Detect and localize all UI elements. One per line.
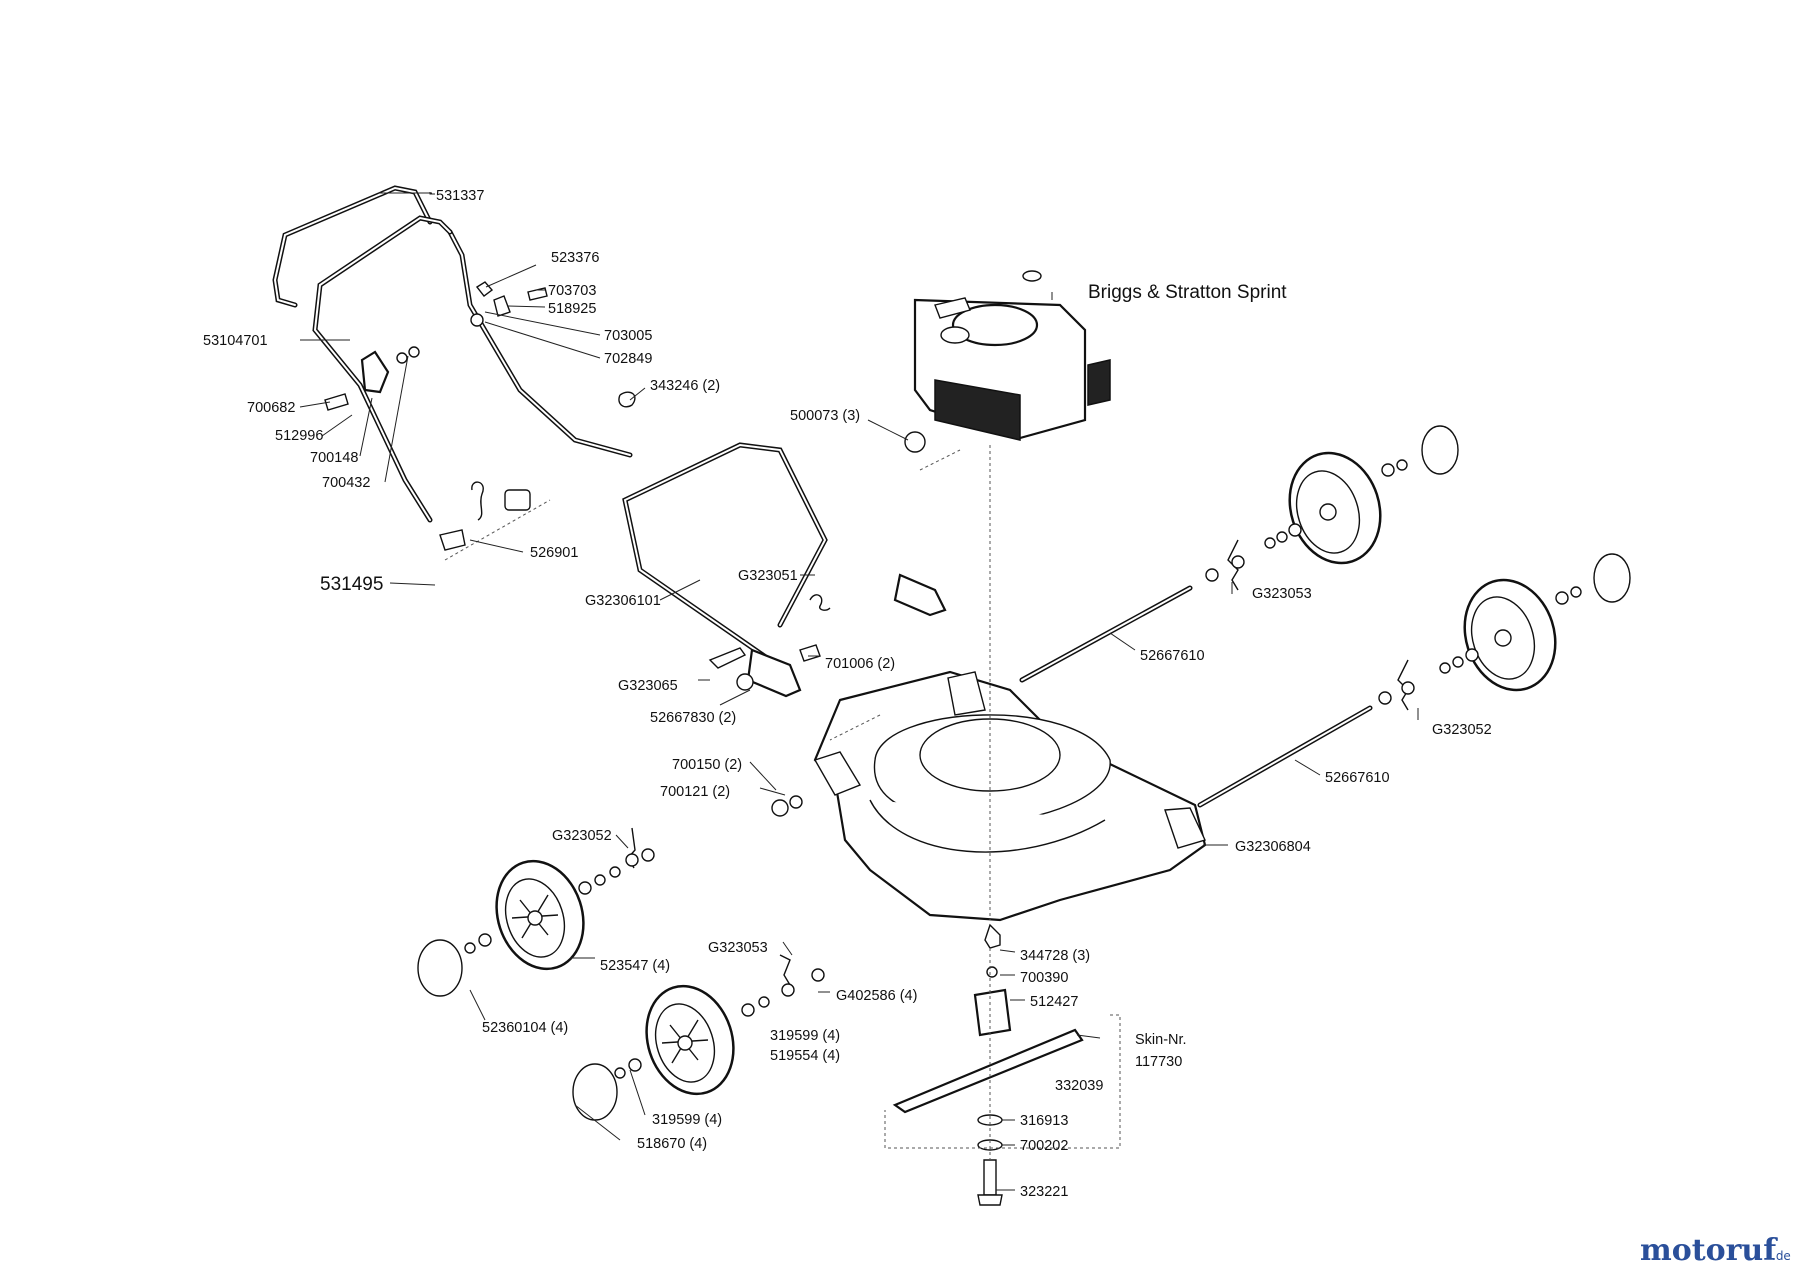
label-332039: 332039 [1055,1078,1103,1094]
label-700390: 700390 [1020,970,1068,986]
label-700682: 700682 [247,400,295,416]
skin-label-line2: 117730 [1135,1054,1182,1070]
watermark-brand: motoruf [1640,1233,1778,1268]
leader-lines [299,192,1419,1191]
label-700121: 700121 (2) [660,784,730,800]
label-702849: 702849 [604,351,652,367]
label-G32306101: G32306101 [585,593,661,609]
label-G323053-upper: G323053 [1252,586,1312,602]
label-518670: 518670 (4) [637,1136,707,1152]
rear-wheel-lower [1378,553,1631,711]
label-700202: 700202 [1020,1138,1068,1154]
label-523547: 523547 (4) [600,958,670,974]
label-700150: 700150 (2) [672,757,742,773]
label-531337: 531337 [436,188,484,204]
front-wheel-upper [417,827,655,997]
label-500073: 500073 (3) [790,408,860,424]
skin-label-line1: Skin-Nr. [1135,1032,1187,1048]
rear-wheel-upper [1205,425,1459,591]
label-53104701: 53104701 [203,333,268,349]
label-526901: 526901 [530,545,578,561]
label-G323051: G323051 [738,568,798,584]
engine-drawing [904,270,1111,453]
label-512427: 512427 [1030,994,1078,1010]
deck-drawing [771,670,1207,922]
blade-drawing [892,923,1084,1206]
label-701006: 701006 (2) [825,656,895,672]
label-523376: 523376 [551,250,599,266]
label-52667830: 52667830 (2) [650,710,736,726]
label-319599-upper: 319599 (4) [770,1028,840,1044]
label-343246: 343246 (2) [650,378,720,394]
axles-drawing [1019,585,1373,808]
label-703005: 703005 [604,328,652,344]
front-wheel-lower [572,954,825,1121]
label-512996: 512996 [275,428,323,444]
label-G323053-lower: G323053 [708,940,768,956]
upper-handle-drawing [272,185,636,551]
label-G323065: G323065 [618,678,678,694]
dashed-guides [444,445,1121,1160]
label-344728: 344728 (3) [1020,948,1090,964]
label-52667610-lower: 52667610 [1325,770,1390,786]
label-518925: 518925 [548,301,596,317]
label-700432: 700432 [322,475,370,491]
engine-label: Briggs & Stratton Sprint [1088,282,1287,303]
lower-handle-drawing [622,442,947,698]
label-52667610-upper: 52667610 [1140,648,1205,664]
label-700148: 700148 [310,450,358,466]
label-52360104: 52360104 (4) [482,1020,568,1036]
watermark-tld: .de [1772,1249,1791,1263]
label-G32306804: G32306804 [1235,839,1311,855]
watermark-logo: motoruf .de [1640,1233,1791,1268]
label-G323052-right: G323052 [1432,722,1492,738]
label-323221: 323221 [1020,1184,1068,1200]
label-531495: 531495 [320,574,383,595]
label-G402586: G402586 (4) [836,988,917,1004]
labels: Briggs & Stratton Sprint Skin-Nr. 117730… [203,188,1492,1200]
label-319599-lower: 319599 (4) [652,1112,722,1128]
label-316913: 316913 [1020,1113,1068,1129]
label-G323052-left: G323052 [552,828,612,844]
label-703703: 703703 [548,283,596,299]
label-519554: 519554 (4) [770,1048,840,1064]
